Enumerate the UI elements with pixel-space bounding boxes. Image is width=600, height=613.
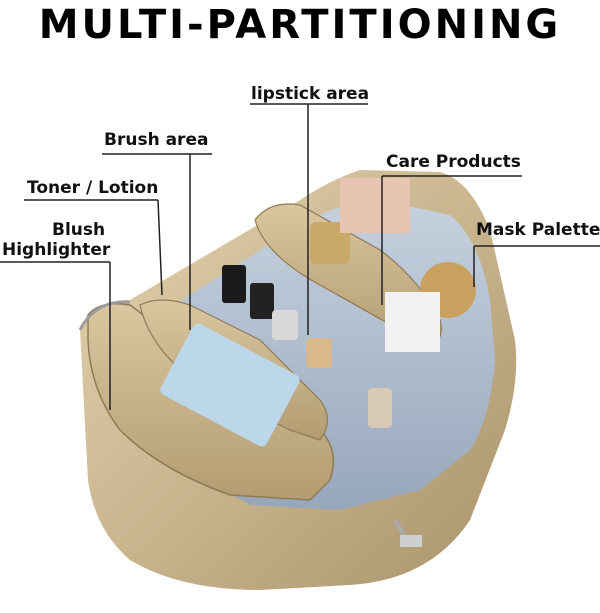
label-blush: Blush — [52, 220, 106, 240]
label-toner-lotion: Toner / Lotion — [27, 178, 159, 198]
label-highlighter: Highlighter — [2, 240, 111, 260]
label-lipstick-area: lipstick area — [251, 84, 370, 104]
label-mask-palette: Mask Palette — [476, 220, 600, 240]
page-title: MULTI-PARTITIONING — [38, 2, 562, 48]
bag-body — [78, 170, 517, 590]
pointer-lines — [0, 103, 600, 410]
label-brush-area: Brush area — [104, 130, 209, 150]
label-care-products: Care Products — [386, 152, 521, 172]
